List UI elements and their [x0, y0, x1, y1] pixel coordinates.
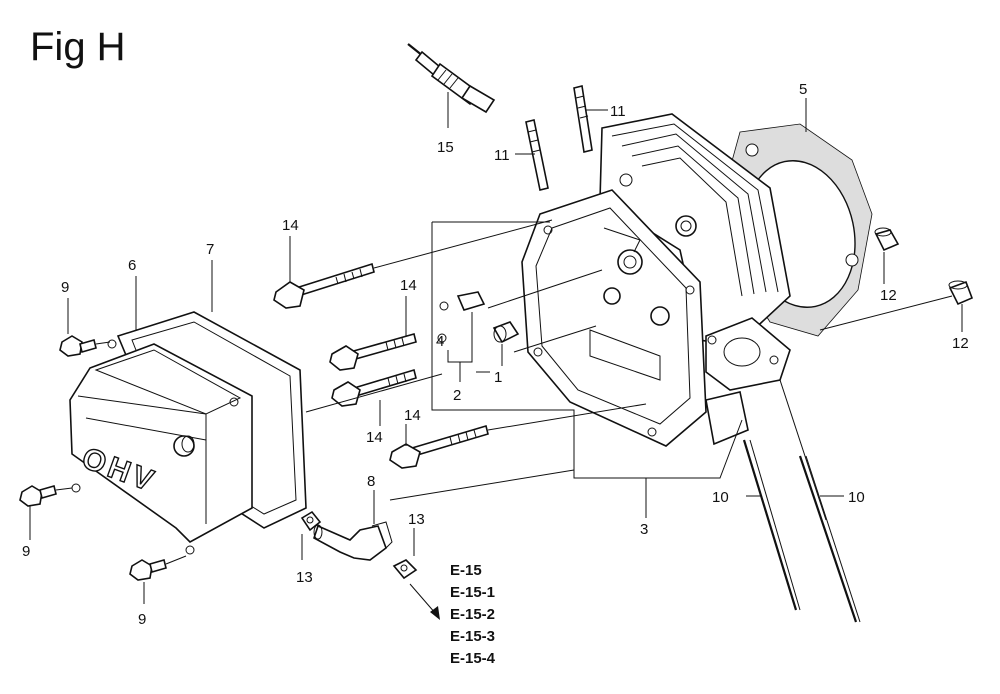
reference-arrow-shaft — [409, 583, 437, 615]
tube-clip-right — [392, 559, 418, 580]
head-bolt-mid-lower — [331, 368, 417, 407]
callout-10-left: 10 — [712, 489, 729, 506]
callout-12-right: 12 — [952, 335, 969, 352]
breather-tube — [313, 521, 393, 561]
figure-title: Fig H — [30, 25, 126, 69]
callout-3: 3 — [640, 521, 648, 538]
callout-9-bottom: 9 — [138, 611, 146, 628]
callout-11-upper: 11 — [610, 103, 626, 120]
cover-bolt-bottom — [129, 559, 167, 581]
stud-bolt-upper — [573, 85, 593, 153]
stud-bolt-lower — [525, 119, 549, 191]
reference-e15-1: E-15-1 — [450, 584, 495, 601]
reference-e15: E-15 — [450, 562, 482, 579]
head-bolt-short — [389, 424, 489, 469]
reference-e15-2: E-15-2 — [450, 606, 495, 623]
callout-13-left: 13 — [296, 569, 313, 586]
spark-plug — [407, 43, 496, 114]
callout-6: 6 — [128, 257, 136, 274]
callout-7: 7 — [206, 241, 214, 258]
dowel-pin-left — [874, 227, 900, 252]
callout-10-right: 10 — [848, 489, 865, 506]
cover-bolt-left — [19, 485, 57, 507]
callout-15: 15 — [437, 139, 454, 156]
callout-8: 8 — [367, 473, 375, 490]
callout-12-left: 12 — [880, 287, 897, 304]
callout-9-left: 9 — [22, 543, 30, 560]
callout-11-lower: 11 — [494, 147, 510, 164]
cover-bolt-top — [59, 335, 97, 357]
callout-14-mid: 14 — [400, 277, 417, 294]
push-rod-right — [798, 455, 861, 623]
cylinder-head — [521, 113, 791, 447]
callout-14-bottom: 14 — [404, 407, 421, 424]
callout-9-top: 9 — [61, 279, 69, 296]
reference-e15-4: E-15-4 — [450, 650, 496, 667]
push-rod-left — [742, 439, 801, 611]
callout-14-top: 14 — [282, 217, 299, 234]
dowel-pin-1 — [492, 321, 520, 344]
callout-5: 5 — [799, 81, 807, 98]
callout-1: 1 — [494, 369, 502, 386]
callout-13-right: 13 — [408, 511, 425, 528]
dowel-pin-right — [948, 280, 974, 306]
callout-14-lower: 14 — [366, 429, 383, 446]
callout-2: 2 — [453, 387, 461, 404]
head-bolt-mid-upper — [329, 333, 417, 371]
callout-4: 4 — [436, 333, 444, 350]
dowel-pin-4 — [437, 291, 486, 343]
tube-clip-left — [300, 510, 322, 532]
arrow-icon — [430, 606, 440, 620]
reference-e15-3: E-15-3 — [450, 628, 495, 645]
head-bolt-long — [273, 262, 375, 309]
